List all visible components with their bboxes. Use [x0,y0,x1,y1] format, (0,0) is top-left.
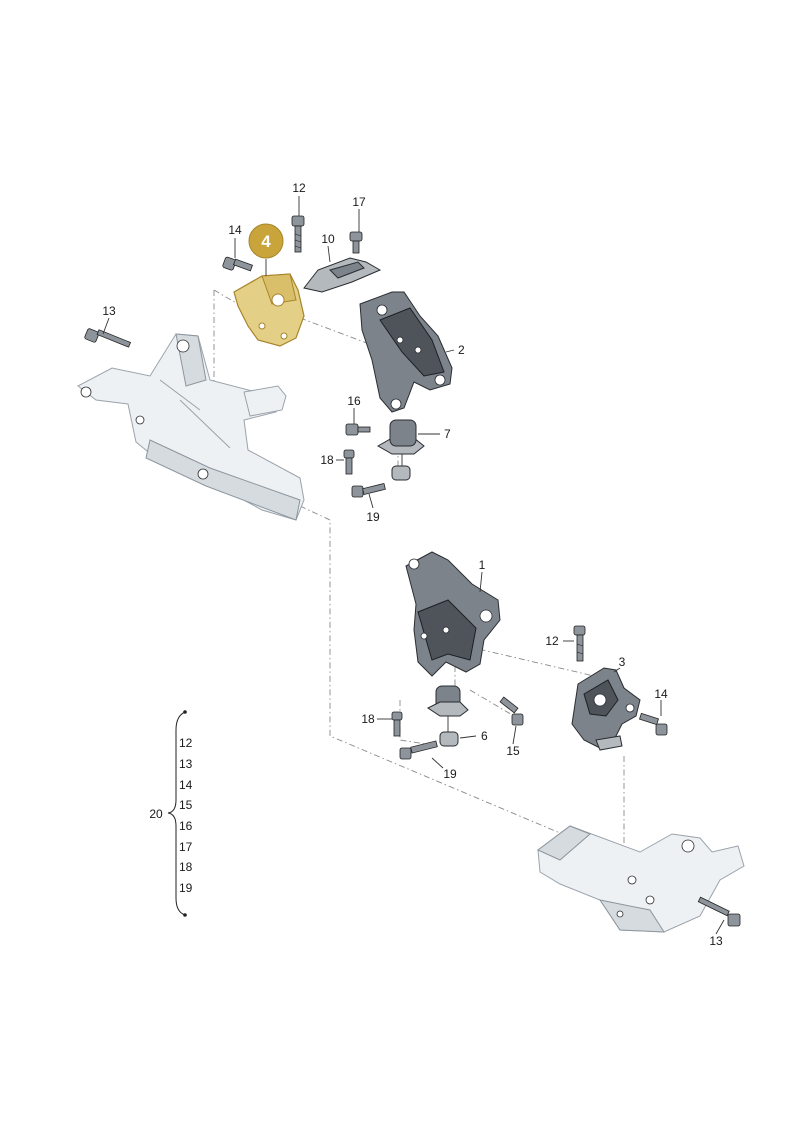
engine-mount-highlighted [233,273,305,347]
callout-16: 16 [347,394,361,408]
bolt-13-left [84,328,132,348]
bolt-14-top [222,256,253,272]
callout-12-right: 12 [545,634,559,648]
bolt-18-lower [391,711,403,737]
subframe-right [537,825,745,933]
bolt-15 [499,696,524,726]
callout-1: 1 [479,558,486,572]
bolt-12-right [573,625,586,662]
bolt-13-right [697,896,741,927]
kit-item: 18 [179,860,193,874]
kit-item: 16 [179,819,193,833]
kit-item: 12 [179,736,193,750]
callout-15: 15 [506,744,520,758]
callout-10: 10 [321,232,335,246]
bolt-12-top [291,215,305,253]
bolt-19-lower [399,740,438,760]
callout-17: 17 [352,195,366,209]
callout-13-left: 13 [102,304,116,318]
callout-7: 7 [444,427,451,441]
kit-item: 14 [179,778,193,792]
bolt-19-upper [351,482,386,498]
callout-19-lower: 19 [443,767,457,781]
highlight-badge-label: 4 [261,232,271,251]
callout-19-upper: 19 [366,510,380,524]
kit-bracket: 20 12 13 14 15 16 17 18 19 [149,710,193,917]
highlight-badge-4: 4 [248,223,284,259]
bracket-10 [303,257,382,293]
callout-6: 6 [481,729,488,743]
kit-item: 13 [179,757,193,771]
damper-7 [376,419,425,481]
damper-6 [427,685,469,747]
callout-18-lower: 18 [361,712,375,726]
callout-12-top: 12 [292,181,306,195]
callout-14-top: 14 [228,223,242,237]
bolt-17 [349,231,363,254]
leader-lines [102,196,725,935]
bolts [84,215,741,927]
callout-18-upper: 18 [320,453,334,467]
callout-labels: 12 17 14 10 13 2 16 7 18 19 1 12 3 14 18… [102,181,723,948]
bolt-18-upper [343,449,355,475]
kit-item: 15 [179,798,193,812]
callout-2: 2 [458,343,465,357]
mount-3 [571,667,641,751]
bolt-16 [345,423,371,436]
kit-label: 20 [149,807,163,821]
bolt-14-right [639,712,668,736]
subframe-left [77,333,305,521]
bracket-2 [359,291,453,413]
callout-3: 3 [619,655,626,669]
kit-item: 17 [179,840,193,854]
callout-14-right: 14 [654,687,668,701]
bracket-1 [405,551,501,677]
callout-13-right: 13 [709,934,723,948]
kit-item: 19 [179,881,193,895]
